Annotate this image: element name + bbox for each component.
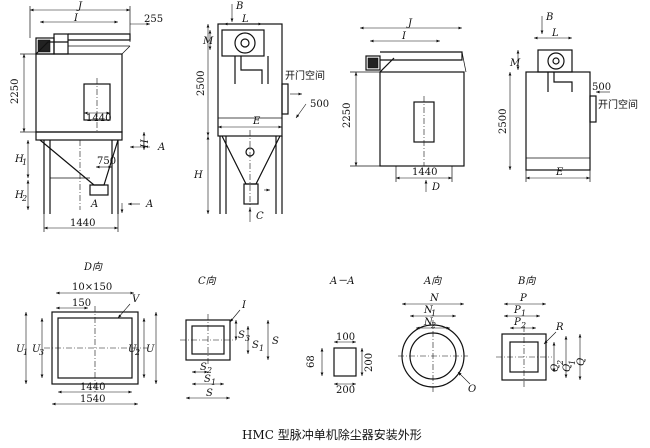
dim-1540: 1540 [80, 394, 105, 405]
arrow-A-label-3: A [90, 199, 98, 210]
dim-1440-base: 1440 [70, 218, 95, 229]
dim-68: 68 [306, 355, 317, 368]
svg-text:3: 3 [245, 334, 250, 343]
dim-100: 100 [336, 332, 355, 343]
arrow-A-label: A [157, 142, 165, 153]
dim-H: H [193, 170, 203, 181]
dim-Q2: Q [550, 364, 561, 372]
dim-S3: S [238, 330, 245, 341]
dim-500: 500 [592, 82, 611, 93]
dim-U2: U [128, 344, 137, 355]
dim-P2: P [513, 317, 521, 328]
detail-D-title: D向 [83, 261, 103, 273]
dim-2500: 2500 [498, 109, 509, 134]
dim-S1: S [204, 374, 211, 385]
door-space-label-2: 开门空间 [598, 98, 638, 111]
svg-text:2: 2 [21, 194, 27, 203]
detail-C-view: C向 I S 3 S 1 S S 2 S 1 S [180, 275, 279, 400]
side-view-flat: B L M 2500 500 开门空间 E [498, 12, 638, 182]
svg-text:2: 2 [520, 321, 526, 330]
label-V: V [132, 294, 141, 305]
dim-2250: 2250 [342, 103, 353, 128]
dim-H1: H [14, 154, 24, 165]
dim-H3: H [140, 139, 151, 149]
dim-U1: U [16, 344, 25, 355]
dim-Q1: Q [562, 364, 573, 372]
arrow-C-label: C [256, 211, 264, 222]
dim-1440-inner: 1440 [86, 113, 111, 124]
front-view-flat: J I 2250 1440 D [342, 18, 467, 193]
detail-D-view: D向 10×150 150 V U 1 U 3 U 2 U 1440 1540 [16, 261, 158, 406]
dim-L: L [241, 14, 249, 25]
front-view-hopper: J I 255 1440 2250 [10, 1, 165, 232]
arrow-A-label-2: A [145, 199, 153, 210]
dim-S2: S [200, 362, 207, 373]
svg-text:1: 1 [431, 309, 436, 318]
dim-1440: 1440 [412, 167, 437, 178]
svg-text:2: 2 [134, 348, 140, 357]
dim-N2: N [423, 317, 434, 328]
label-O: O [468, 384, 476, 395]
dim-Q: Q [576, 358, 587, 366]
svg-text:3: 3 [39, 348, 44, 357]
side-view-hopper: B L M 2500 开门空间 500 E H [193, 1, 329, 222]
dim-P: P [519, 293, 527, 304]
dim-I: I [73, 13, 79, 24]
dim-S1-vertical: S [252, 340, 259, 351]
dim-P1: P [513, 305, 521, 316]
detail-A-title: A向 [423, 275, 442, 287]
svg-text:1: 1 [568, 360, 577, 365]
dim-200: 200 [336, 385, 355, 396]
figure-caption: HMC 型脉冲单机除尘器安装外形 [242, 427, 422, 442]
dim-150: 150 [72, 298, 91, 309]
detail-AA-title: A－A [329, 276, 354, 287]
dim-J: J [406, 18, 413, 29]
svg-text:1: 1 [23, 348, 28, 357]
dim-2500: 2500 [196, 71, 207, 96]
dim-1440: 1440 [80, 382, 105, 393]
dim-M: M [509, 58, 521, 69]
dim-N: N [429, 293, 440, 304]
detail-AA-section: A－A 100 68 200 200 [306, 276, 375, 396]
detail-A-view: A向 N N 1 N 2 O [398, 275, 476, 395]
dim-S: S [206, 388, 213, 399]
svg-text:1: 1 [211, 378, 216, 387]
label-R: R [555, 322, 564, 333]
svg-text:2: 2 [206, 366, 212, 375]
dim-E: E [555, 167, 564, 178]
dim-U3: U [32, 344, 41, 355]
dim-I: I [401, 31, 407, 42]
label-I: I [241, 300, 247, 311]
dim-255: 255 [144, 14, 163, 25]
dim-L: L [551, 28, 559, 39]
svg-text:1: 1 [259, 344, 264, 353]
dim-500: 500 [310, 99, 329, 110]
dim-J: J [76, 1, 83, 12]
svg-text:2: 2 [556, 360, 565, 366]
detail-B-title: B向 [517, 275, 536, 287]
label-B: B [545, 12, 553, 23]
dim-200-vertical: 200 [364, 353, 375, 372]
dim-10x150: 10×150 [72, 282, 112, 293]
dim-H2: H [14, 190, 24, 201]
detail-B-view: B向 P P 1 P 2 R Q 2 Q 1 Q [496, 275, 587, 388]
dim-U: U [146, 344, 155, 355]
dim-S-vertical: S [272, 336, 279, 347]
svg-text:1: 1 [521, 309, 526, 318]
arrow-D-label: D [431, 182, 440, 193]
door-space-label: 开门空间 [285, 69, 325, 82]
svg-text:1: 1 [22, 158, 27, 167]
dim-E: E [252, 116, 261, 127]
dim-750: 750 [97, 156, 116, 167]
dim-2250: 2250 [10, 79, 21, 104]
detail-C-title: C向 [198, 275, 217, 287]
label-B: B [235, 1, 243, 12]
dim-N1: N [423, 305, 434, 316]
